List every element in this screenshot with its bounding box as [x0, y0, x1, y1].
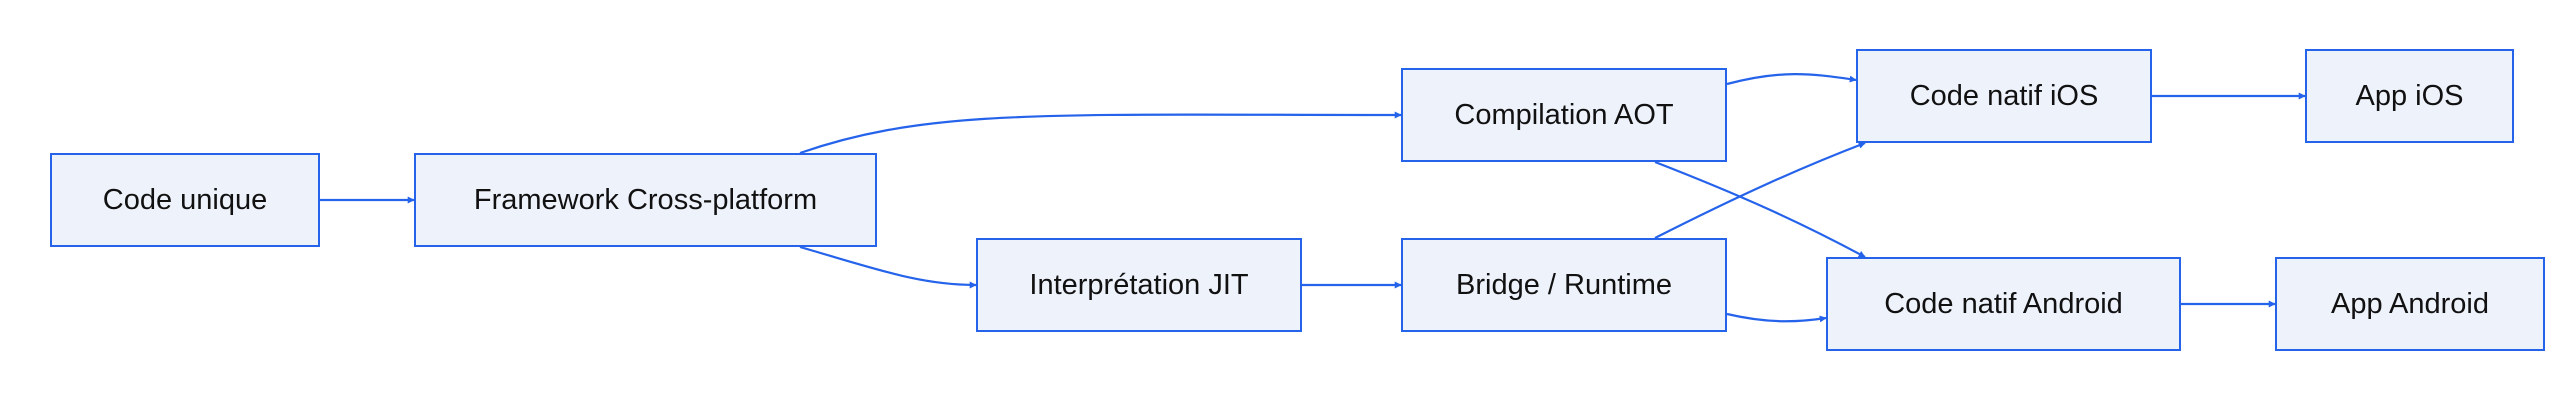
node-app-ios: App iOS [2305, 49, 2514, 143]
node-compilation-aot: Compilation AOT [1401, 68, 1727, 162]
node-app-android: App Android [2275, 257, 2545, 351]
node-code-unique: Code unique [50, 153, 320, 247]
node-bridge-runtime: Bridge / Runtime [1401, 238, 1727, 332]
edge-bridge-to-android-native [1726, 312, 1827, 323]
node-code-natif-android: Code natif Android [1826, 257, 2181, 351]
edge-framework-to-aot [799, 111, 1402, 155]
edge-aot-to-ios-native [1726, 73, 1857, 86]
edge-bridge-to-ios-native [1654, 141, 1866, 239]
node-framework-cross-platform: Framework Cross-platform [414, 153, 877, 247]
node-code-natif-ios: Code natif iOS [1856, 49, 2152, 143]
edge-framework-to-jit [799, 245, 977, 289]
edge-aot-to-android-native [1654, 160, 1866, 258]
node-interpretation-jit: Interprétation JIT [976, 238, 1302, 332]
